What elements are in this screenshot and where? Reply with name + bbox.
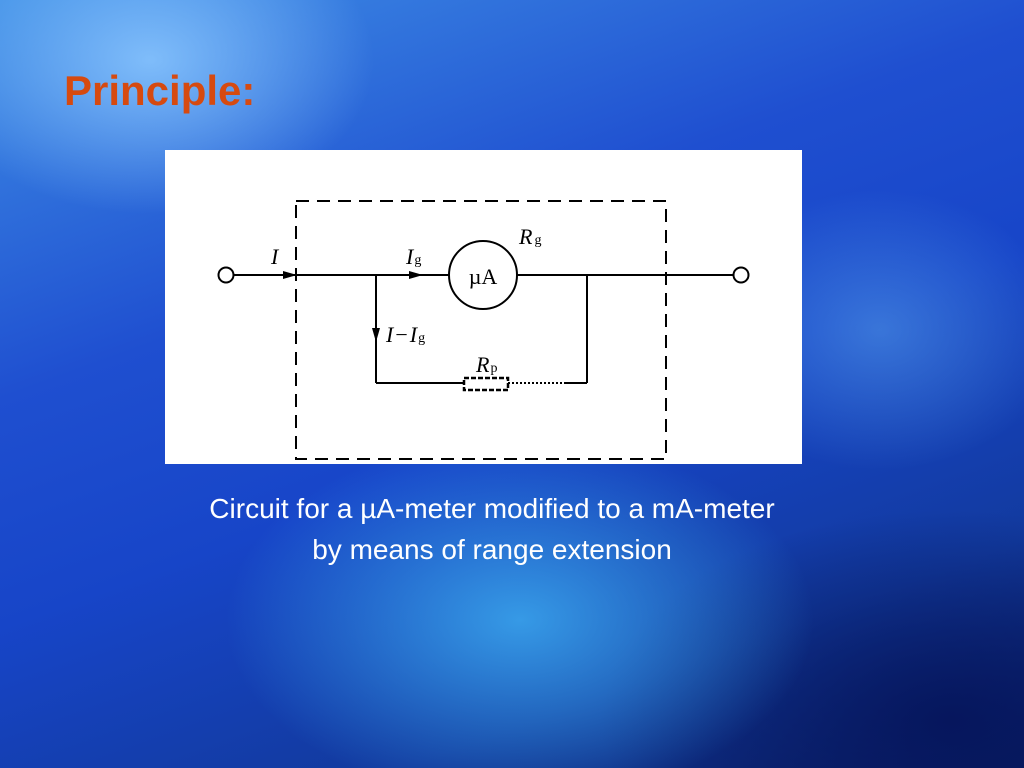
right-terminal [732,266,750,284]
label-Rp: Rp [475,352,497,377]
shunt-resistor [462,376,510,392]
slide-title: Principle: [64,67,256,114]
figure-caption: Circuit for a µA-meter modified to a mA-… [112,488,872,570]
caption-line-2: by means of range extension [312,534,672,565]
current-branch-arrow [372,328,380,342]
current-Ig-arrow [409,271,423,279]
dashed-enclosure [295,200,667,460]
current-I-arrow [283,271,297,279]
caption-line-1: Circuit for a µA-meter modified to a mA-… [209,493,775,524]
label-I-minus-Ig: I−Ig [385,322,425,347]
label-I: I [270,244,280,269]
left-terminal [217,266,235,284]
meter-symbol: µA [469,264,498,289]
label-Ig: Ig [405,244,421,269]
